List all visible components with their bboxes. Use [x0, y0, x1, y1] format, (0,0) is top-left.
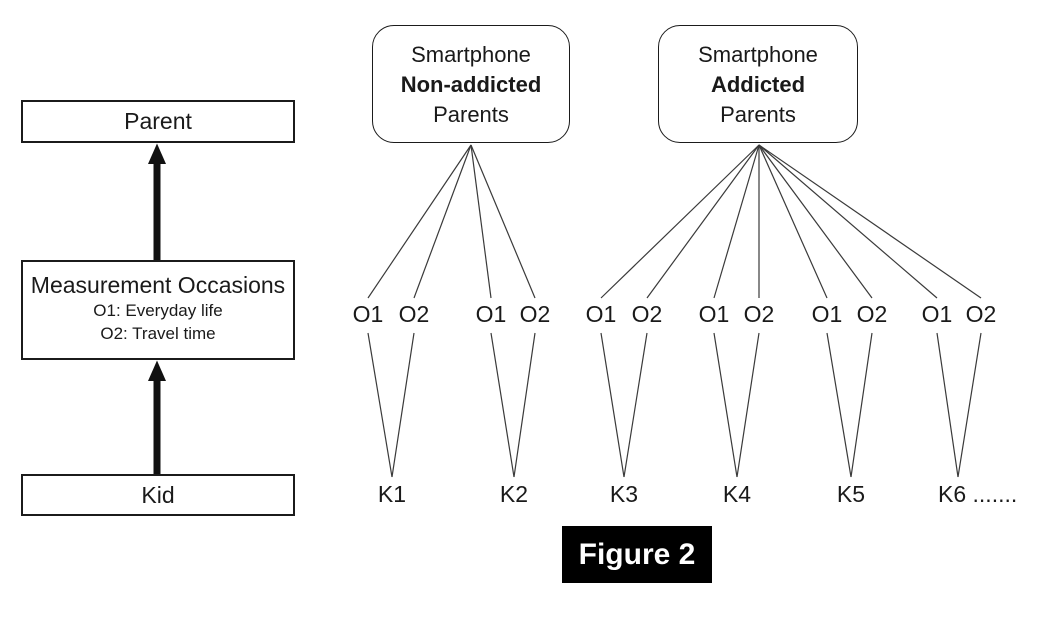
arrow-measurement-to-parent: [148, 143, 166, 261]
parent-box: Parent: [21, 100, 295, 143]
addicted-title-line-1: Smartphone: [698, 42, 818, 67]
kid-label-k6: K6 .......: [938, 481, 1018, 507]
addicted-parents-box: Smartphone Addicted Parents: [658, 25, 858, 143]
non-addicted-kid-lines: [367, 332, 536, 478]
parent-box-label: Parent: [124, 108, 192, 134]
kid-label-k4: K4: [722, 481, 752, 507]
occasion-label-k5-o2: O2: [856, 301, 888, 327]
addicted-kid-lines: [600, 332, 982, 478]
occasion-label-k6-o2: O2: [965, 301, 997, 327]
occasion-label-k1-o1: O1: [352, 301, 384, 327]
occasion-label-k4-o2: O2: [743, 301, 775, 327]
occasion-label-k2-o1: O1: [475, 301, 507, 327]
occasion-1-definition: O1: Everyday life: [93, 301, 223, 320]
measurement-occasions-title: Measurement Occasions: [30, 272, 286, 298]
non-addicted-parents-box: Smartphone Non-addicted Parents: [372, 25, 570, 143]
kid-label-k2: K2: [499, 481, 529, 507]
non-addicted-title-line-3: Parents: [433, 102, 509, 127]
arrow-kid-to-measurement: [148, 360, 166, 475]
occasion-2-definition: O2: Travel time: [100, 324, 216, 343]
kid-label-k5: K5: [836, 481, 866, 507]
kid-box-label: Kid: [141, 482, 175, 508]
occasion-label-k5-o1: O1: [811, 301, 843, 327]
occasion-label-k6-o1: O1: [921, 301, 953, 327]
non-addicted-fan-lines: [367, 144, 536, 299]
figure-caption-text: Figure 2: [578, 538, 696, 571]
non-addicted-title-line-2: Non-addicted: [400, 72, 542, 97]
kid-label-k1: K1: [377, 481, 407, 507]
addicted-title-line-2: Addicted: [710, 72, 806, 97]
kid-label-k3: K3: [609, 481, 639, 507]
addicted-title-line-3: Parents: [720, 102, 796, 127]
figure-caption: Figure 2: [562, 526, 712, 583]
occasion-label-k2-o2: O2: [519, 301, 551, 327]
occasion-label-k4-o1: O1: [698, 301, 730, 327]
non-addicted-title-line-1: Smartphone: [411, 42, 531, 67]
occasion-label-k3-o2: O2: [631, 301, 663, 327]
kid-box: Kid: [21, 474, 295, 516]
occasion-label-k1-o2: O2: [398, 301, 430, 327]
occasion-label-k3-o1: O1: [585, 301, 617, 327]
measurement-occasions-box: Measurement Occasions O1: Everyday life …: [21, 260, 295, 360]
addicted-fan-lines: [600, 144, 982, 299]
